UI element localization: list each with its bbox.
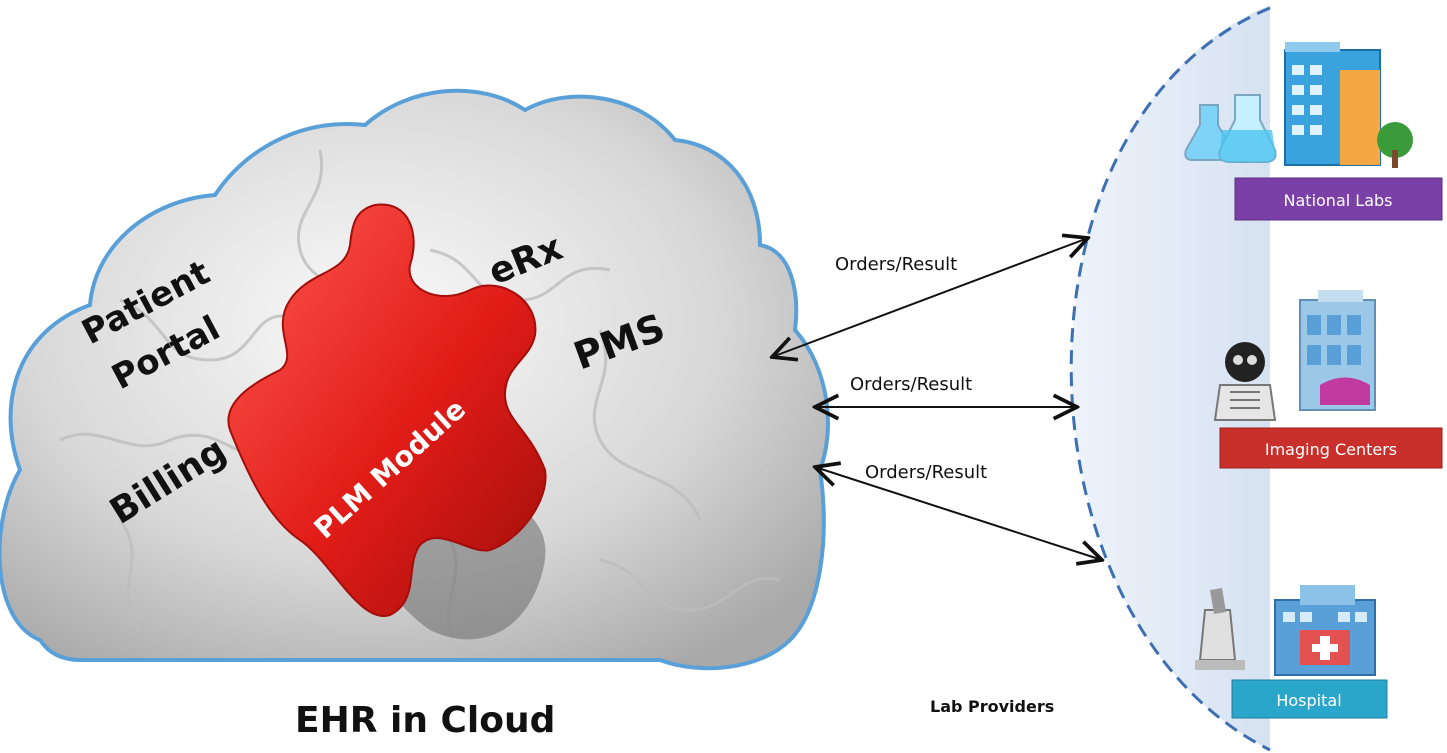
ehr-cloud-caption: EHR in Cloud (295, 700, 556, 741)
region-dashed-border (1069, 6, 1271, 752)
national-labs-box: National Labs (1234, 177, 1443, 221)
imaging-centers-icon (1213, 290, 1376, 421)
hospital-label: Hospital (1276, 691, 1341, 710)
arrow-1-label: Orders/Result (835, 254, 957, 275)
imaging-centers-label: Imaging Centers (1265, 440, 1397, 459)
arrow-1: Orders/Result (772, 238, 1088, 357)
arrow-3-label: Orders/Result (865, 462, 987, 483)
plm-module-piece: PLM Module (227, 203, 547, 617)
lab-providers-caption: Lab Providers (930, 697, 1055, 716)
national-labs-icon (1184, 42, 1413, 168)
arrow-3: Orders/Result (815, 462, 1102, 560)
lab-providers-region (1069, 5, 1271, 752)
hospital-icon (1195, 585, 1376, 676)
imaging-centers-box: Imaging Centers (1219, 427, 1443, 469)
arrow-2: Orders/Result (815, 374, 1077, 407)
hospital-box: Hospital (1231, 679, 1388, 719)
arrow-2-label: Orders/Result (850, 374, 972, 395)
national-labs-label: National Labs (1284, 191, 1393, 210)
